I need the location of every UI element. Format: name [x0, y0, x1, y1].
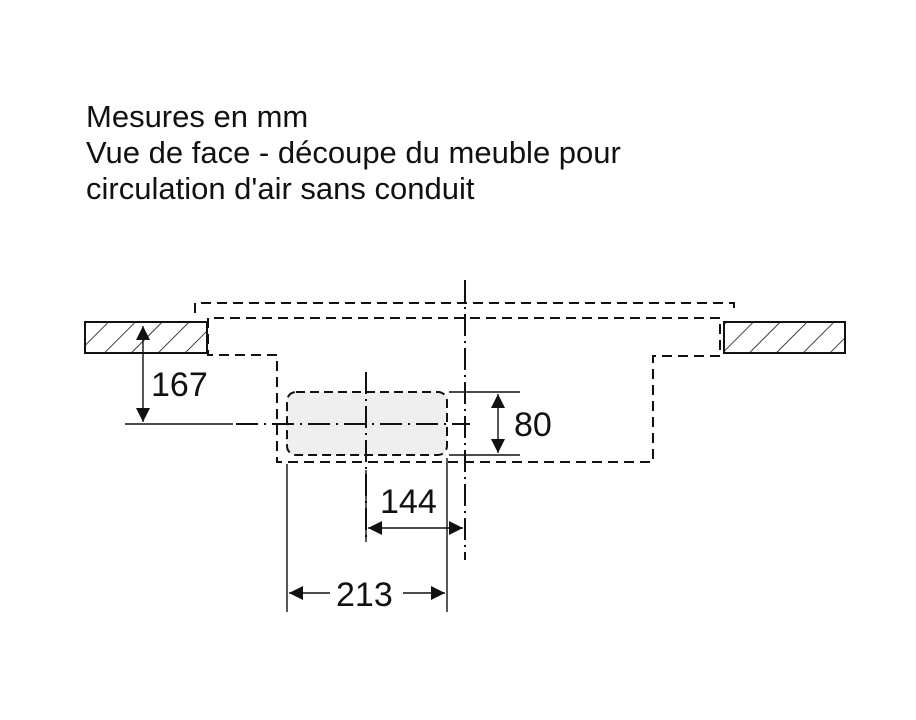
title-line-units: Mesures en mm	[86, 99, 309, 134]
unit-outline	[207, 317, 721, 463]
hob-outline	[194, 302, 735, 313]
title-line-description: circulation d'air sans conduit	[86, 171, 475, 206]
dim-80-label: 80	[514, 406, 552, 444]
title-line-view: Vue de face - découpe du meuble pour	[86, 135, 621, 170]
worktop-left	[84, 321, 208, 354]
diagram-title: Mesures en mm Vue de face - découpe du m…	[86, 99, 621, 207]
dim-144-label: 144	[380, 483, 437, 521]
dim-213-label: 213	[336, 576, 393, 614]
worktop-right	[723, 321, 846, 354]
dim-167-label: 167	[151, 366, 208, 404]
